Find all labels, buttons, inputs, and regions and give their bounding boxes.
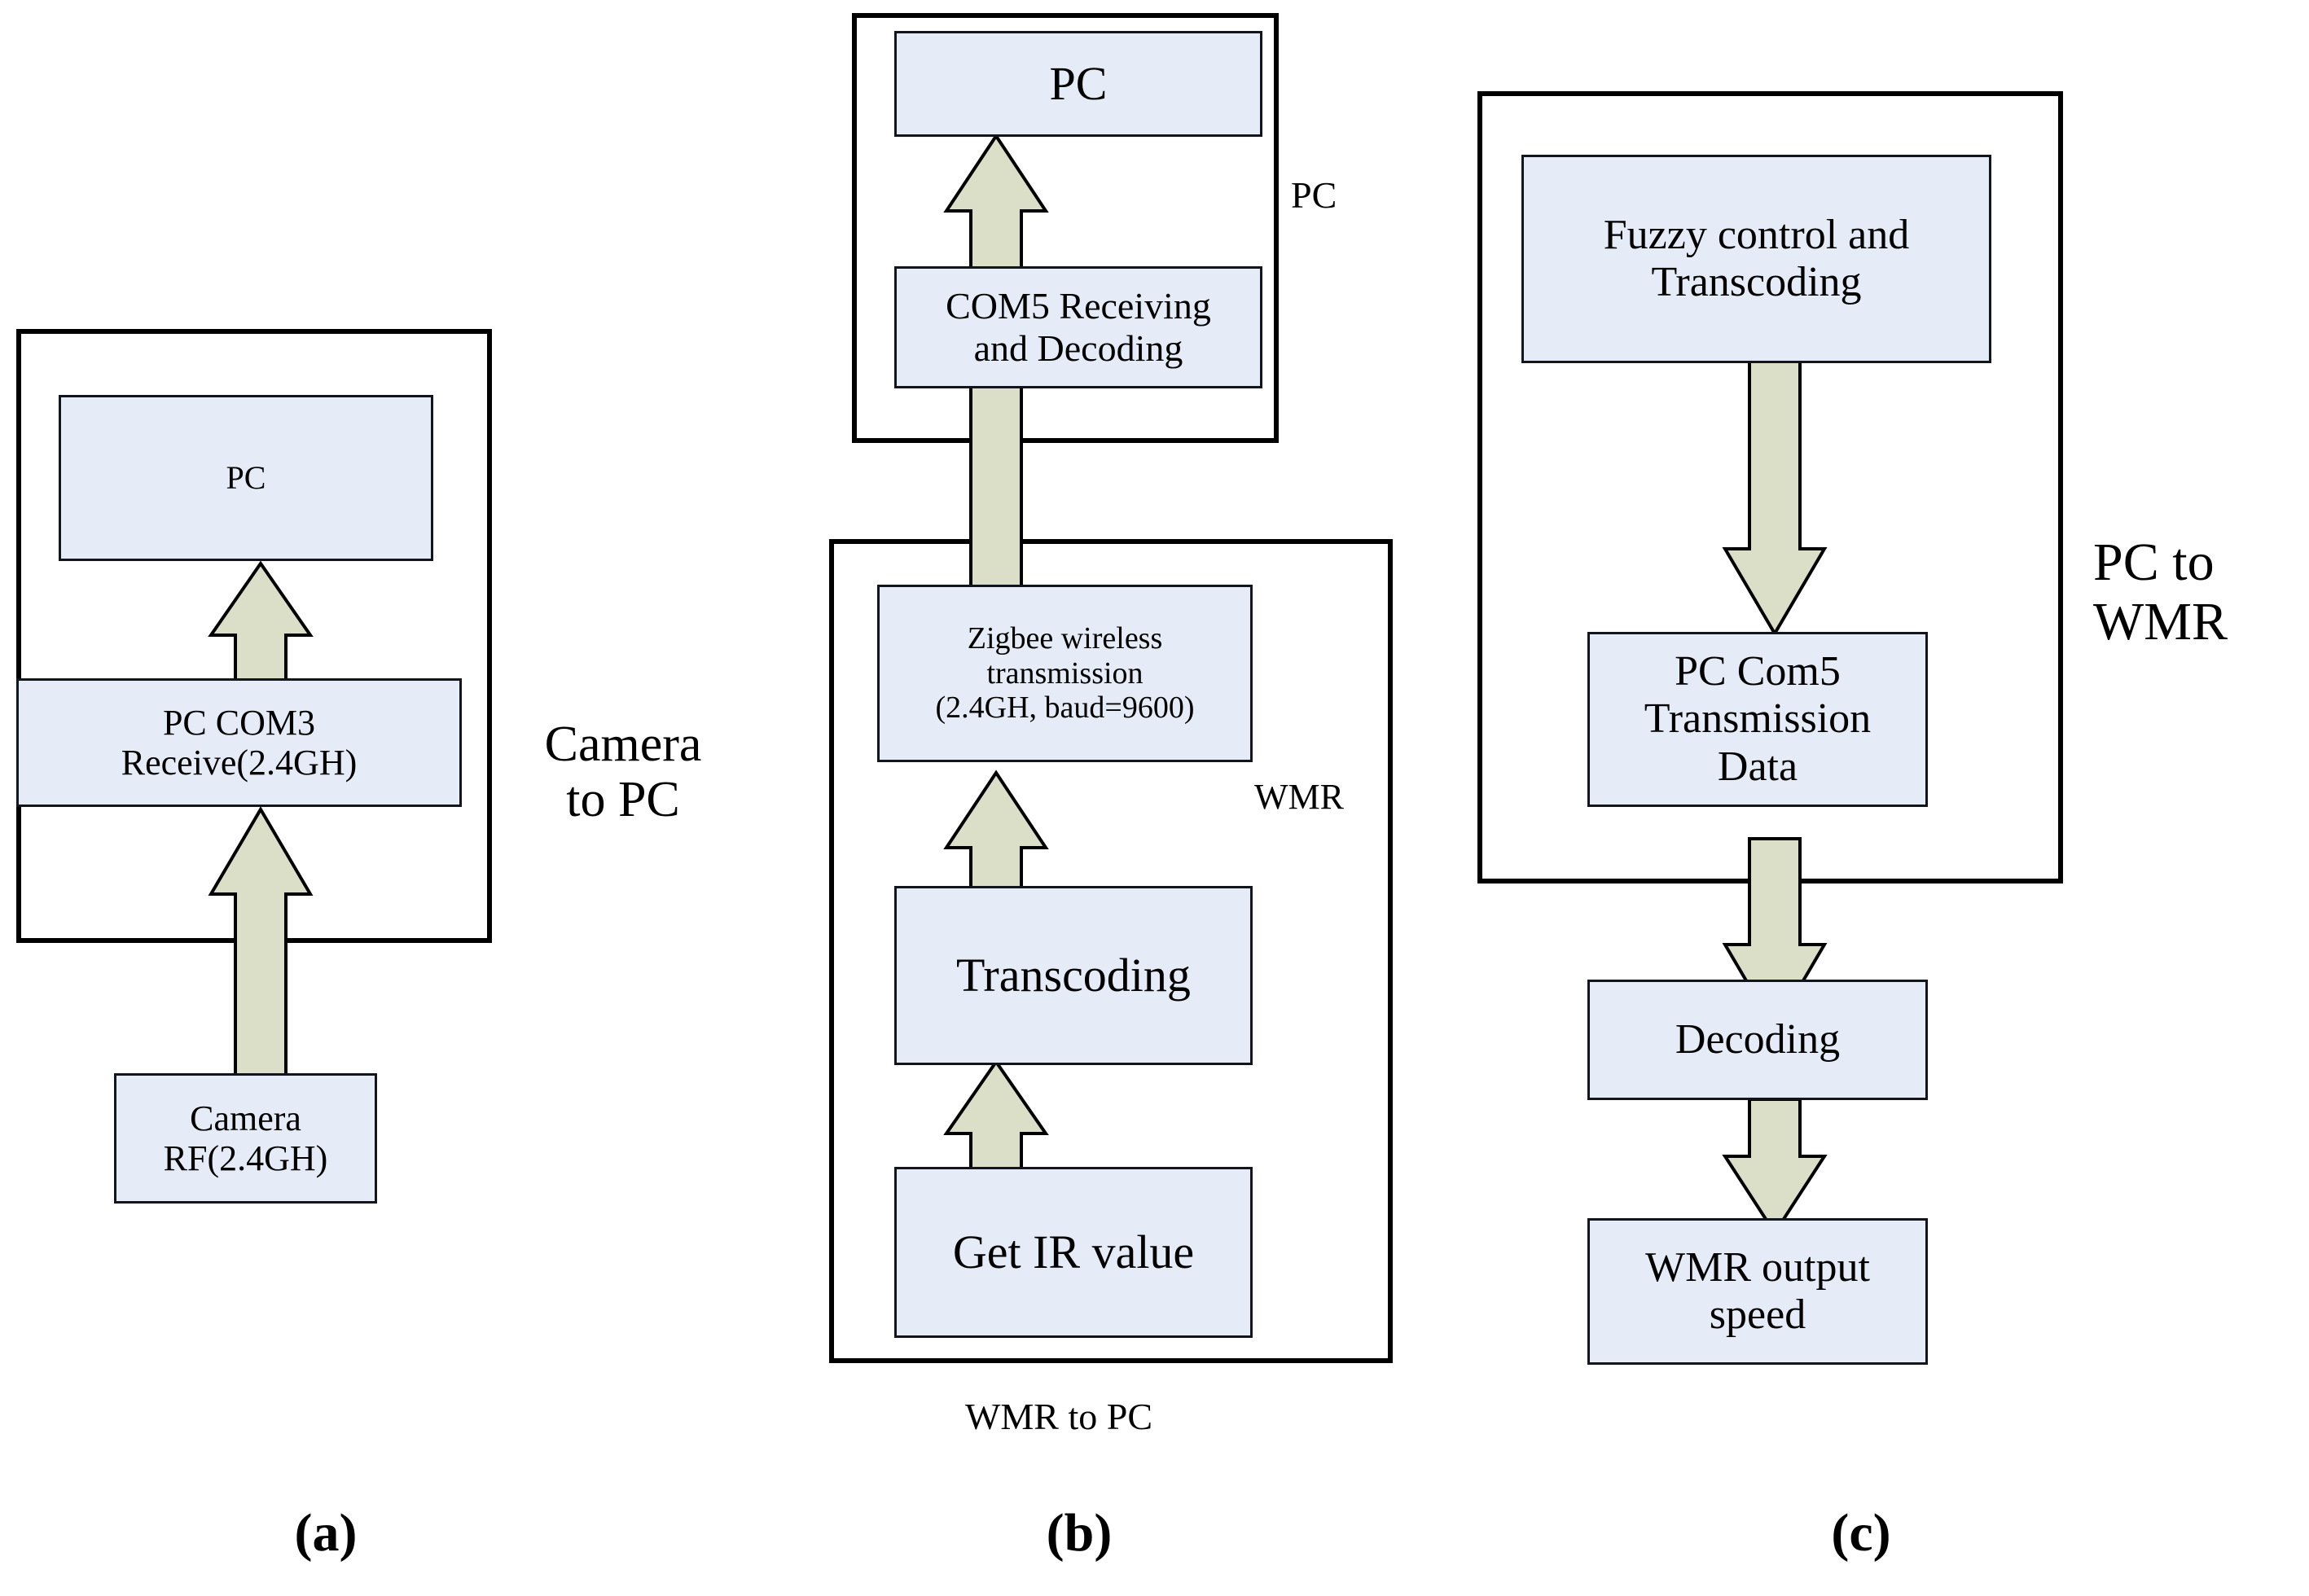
panel-b-bottom-label: WMR to PC [964, 1396, 1153, 1437]
panel-b-caption: (b) [1046, 1503, 1113, 1563]
panel-b-wmr-group [829, 539, 1393, 1363]
arrow-camera-to-pccom3 [208, 806, 314, 1083]
panel-b-pc-group [852, 13, 1279, 443]
arrow-pccom3-to-pc [208, 560, 314, 682]
panel-a-group-label: Camera to PC [544, 717, 702, 828]
arrow-fuzzy-to-pccom5 [1722, 360, 1828, 637]
node-b-get-ir-value[interactable]: Get IR value [894, 1167, 1253, 1338]
node-b-com5-receiving[interactable]: COM5 Receiving and Decoding [894, 266, 1262, 388]
panel-c-caption: (c) [1831, 1503, 1891, 1563]
node-a-pc[interactable]: PC [59, 395, 433, 561]
node-b-transcoding[interactable]: Transcoding [894, 886, 1253, 1065]
node-b-pc[interactable]: PC [894, 31, 1262, 137]
panel-a-caption: (a) [294, 1503, 358, 1563]
arrow-getir-to-transcoding [943, 1059, 1049, 1174]
panel-c-group-label: PC to WMR [2093, 533, 2228, 651]
node-c-decoding[interactable]: Decoding [1587, 980, 1928, 1100]
node-c-wmr-output-speed[interactable]: WMR output speed [1587, 1218, 1928, 1365]
node-a-pc-com3[interactable]: PC COM3 Receive(2.4GH) [16, 678, 462, 807]
node-c-fuzzy-control[interactable]: Fuzzy control and Transcoding [1521, 155, 1991, 363]
arrow-transcoding-to-zigbee [943, 770, 1049, 900]
arrow-com5-to-pc [943, 133, 1049, 276]
node-b-zigbee[interactable]: Zigbee wireless transmission (2.4GH, bau… [877, 585, 1253, 762]
panel-b-pc-group-label: PC [1291, 174, 1337, 216]
node-c-pc-com5-transmission[interactable]: PC Com5 Transmission Data [1587, 632, 1928, 807]
panel-b-wmr-group-label: WMR [1254, 777, 1344, 817]
arrow-decoding-to-wmr-output [1722, 1098, 1828, 1236]
node-a-camera[interactable]: Camera RF(2.4GH) [114, 1073, 377, 1204]
